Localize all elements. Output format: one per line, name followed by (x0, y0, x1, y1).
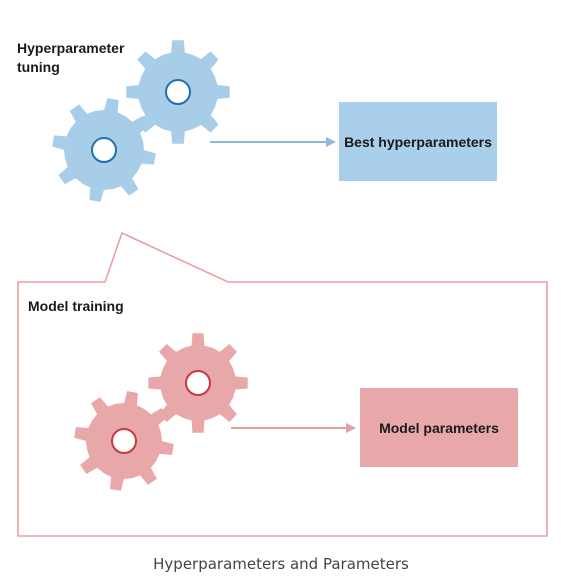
model-parameters-label: Model parameters (379, 420, 499, 436)
gear-hub (165, 79, 191, 105)
tuning-label-line1: Hyperparameter (17, 40, 125, 56)
model-training-callout-border (17, 231, 548, 537)
best-hyperparameters-label: Best hyperparameters (344, 134, 492, 150)
arrow-right-icon (210, 137, 336, 147)
best-hyperparameters-box (339, 102, 497, 181)
gear-icon (52, 98, 156, 202)
model-training-label: Model training (28, 298, 124, 314)
tuning-label-line2: tuning (17, 59, 60, 75)
tuning-label-2: tuning (17, 59, 60, 75)
gear-icon (126, 40, 230, 144)
gear-hub (91, 137, 117, 163)
gear-hub (111, 428, 137, 454)
gear-hub (185, 370, 211, 396)
tuning-label: Hyperparameter (17, 40, 125, 56)
gear-icon (148, 333, 248, 433)
figure-caption: Hyperparameters and Parameters (153, 555, 409, 573)
model-parameters-box (360, 388, 518, 467)
arrow-right-icon (231, 423, 356, 433)
gear-icon (74, 391, 174, 491)
